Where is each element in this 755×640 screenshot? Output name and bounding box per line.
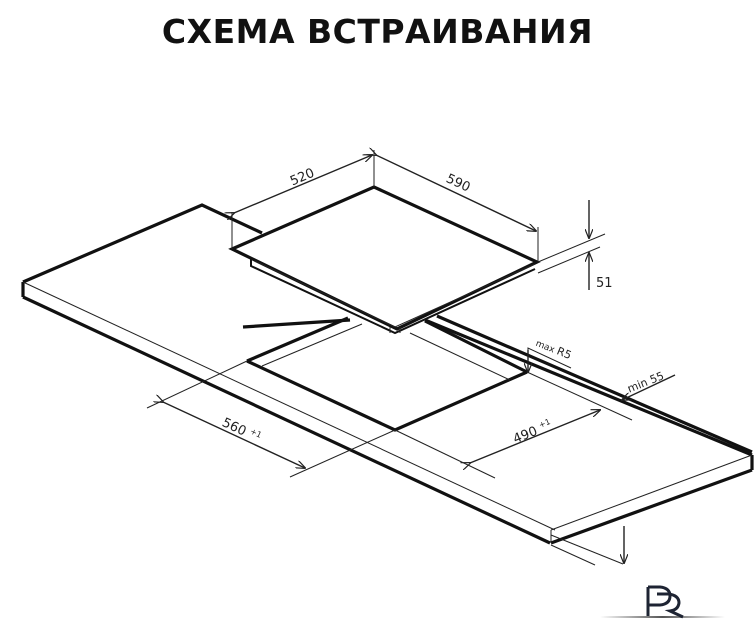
svg-text:max R5: max R5 bbox=[534, 336, 573, 362]
brand-logo bbox=[600, 585, 725, 619]
dimension-590: 590 bbox=[376, 155, 539, 262]
radius-label: R5 bbox=[555, 344, 573, 362]
dimension-51: 51 bbox=[537, 200, 613, 291]
page-title: СХЕМА ВСТРАИВАНИЯ bbox=[161, 12, 594, 51]
dimension-520: 520 bbox=[232, 150, 375, 249]
dim-490-label: 490 bbox=[511, 424, 540, 447]
dim-490-tolerance: +1 bbox=[537, 417, 551, 430]
cutout-opening bbox=[246, 314, 753, 454]
hob bbox=[228, 185, 541, 335]
svg-text:560+1: 560+1 bbox=[220, 415, 264, 447]
dim-560-tolerance: +1 bbox=[249, 427, 263, 440]
svg-text:490+1: 490+1 bbox=[511, 417, 555, 447]
dim-520-label: 520 bbox=[288, 166, 317, 190]
dim-560-label: 560 bbox=[220, 415, 249, 439]
dim-590-label: 590 bbox=[444, 171, 473, 195]
countertop-thickness-indicator bbox=[550, 526, 624, 566]
edge-distance-label: min 55 bbox=[626, 369, 666, 395]
countertop bbox=[21, 203, 754, 545]
edge-distance-note: min 55 bbox=[622, 369, 676, 400]
dim-51-label: 51 bbox=[596, 276, 613, 291]
